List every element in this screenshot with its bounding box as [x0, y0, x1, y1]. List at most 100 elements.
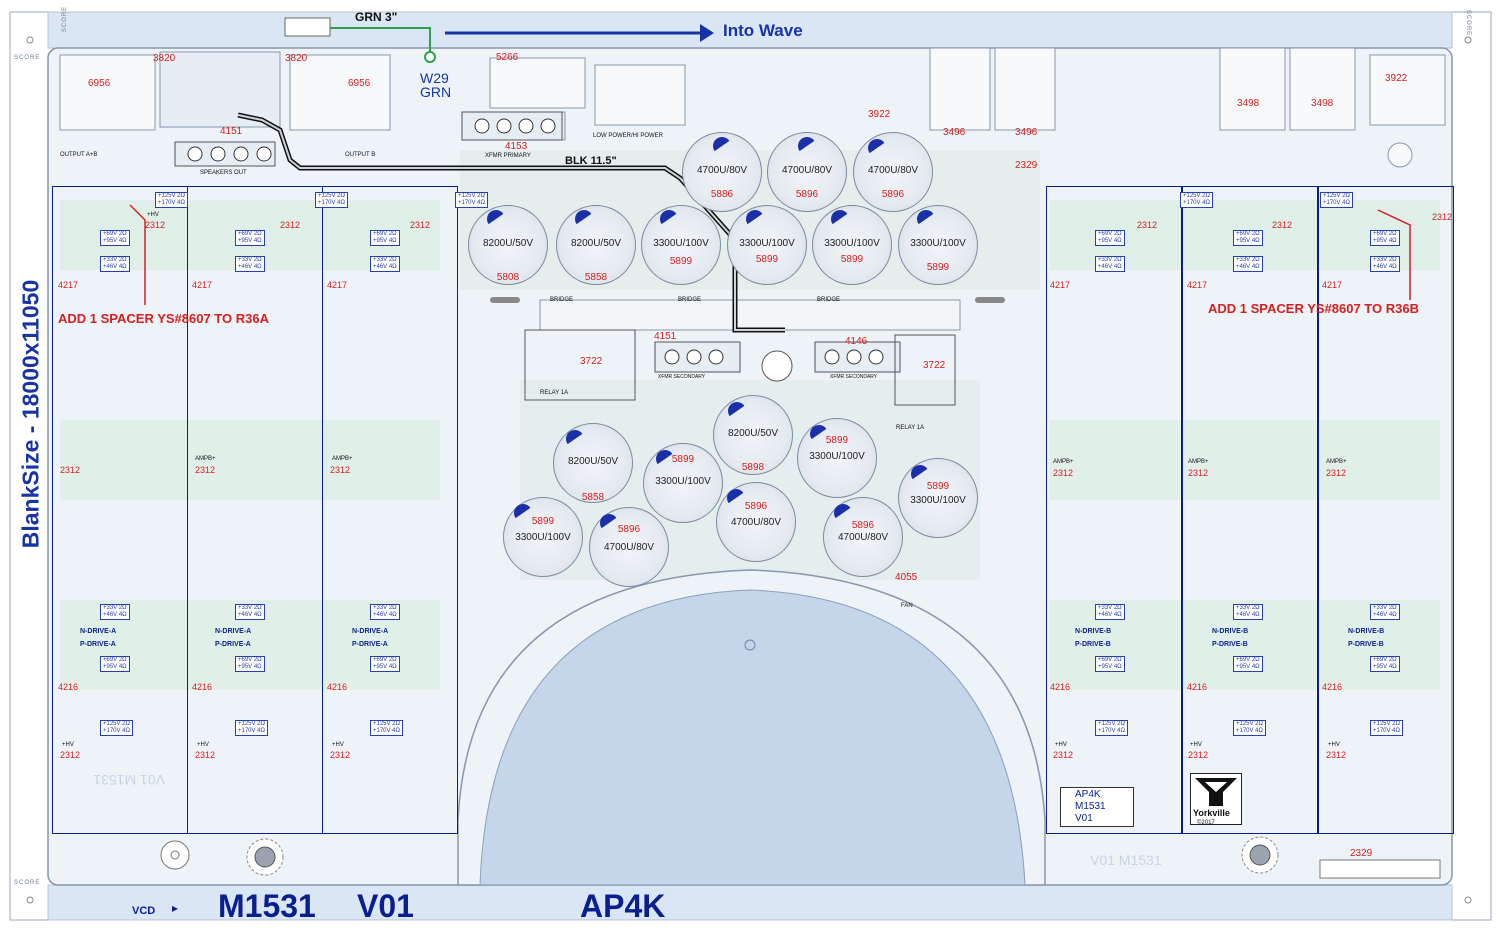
amp-column-5: [1182, 186, 1318, 834]
rail-box-mid: +69V 2Ω+95V 4Ω: [1233, 230, 1263, 246]
part-number: 2312: [1272, 220, 1293, 230]
part-number: 6956: [88, 78, 111, 89]
part-number: 2312: [145, 220, 166, 230]
id-box: AP4K M1531 V01: [1060, 787, 1134, 827]
xfmr-secondary-label: XFMR SECONDARY: [658, 374, 706, 380]
product-label: AP4K: [580, 888, 666, 924]
rail-box-low: +33V 2Ω+46V 4Ω: [235, 604, 265, 620]
part-number: 2312: [60, 465, 81, 475]
model-label: M1531: [218, 888, 316, 924]
svg-text:V01 M1531: V01 M1531: [93, 772, 165, 788]
part-number: 2312: [195, 465, 216, 475]
part-number: 2312: [1326, 750, 1347, 760]
part-number: 4217: [1050, 280, 1071, 290]
rail-box-low: +33V 2Ω+46V 4Ω: [1233, 256, 1263, 272]
rail-box-low: +33V 2Ω+46V 4Ω: [1370, 256, 1400, 272]
drive-label: N-DRIVE-B: [1075, 628, 1112, 635]
vcd-arrow-icon: ▸: [172, 901, 179, 915]
blank-size-label: BlankSize - 18000x11050: [17, 279, 44, 549]
rail-box-hv: +125V 2Ω+170V 4Ω: [1370, 720, 1404, 736]
rail-box-mid: +69V 2Ω+95V 4Ω: [100, 656, 130, 672]
rail-box-hv: +125V 2Ω+170V 4Ω: [1233, 720, 1267, 736]
amp-label: AMPB+: [195, 456, 216, 462]
score-label: SCORE: [14, 880, 41, 886]
xfmr-secondary-label: XFMR SECONDARY: [830, 374, 878, 380]
part-number: 3922: [1385, 73, 1408, 84]
bridge-label: BRIDGE: [550, 297, 574, 303]
score-label: SCORE: [62, 5, 69, 33]
part-number: 2312: [195, 750, 216, 760]
vcd-label: VCD: [132, 905, 156, 917]
bridge-label: BRIDGE: [678, 297, 702, 303]
rail-box-mid: +69V 2Ω+95V 4Ω: [1095, 230, 1125, 246]
drive-label: P-DRIVE-B: [1212, 641, 1248, 648]
part-number: 2312: [1326, 468, 1347, 478]
amp-label: AMPB+: [1326, 459, 1347, 465]
rail-box-hv: +125V 2Ω+170V 4Ω: [1180, 192, 1214, 208]
rail-box-hv: +125V 2Ω+170V 4Ω: [155, 192, 189, 208]
amp-column-4: [1046, 186, 1182, 834]
part-number: 4216: [58, 682, 79, 692]
part-number: 3498: [1311, 98, 1334, 109]
output-ab-label: OUTPUT A+B: [60, 152, 98, 158]
hv-label: +HV: [147, 212, 159, 218]
hv-label: +HV: [332, 742, 344, 748]
w29-color-label: GRN: [420, 84, 452, 100]
rail-box-hv: +125V 2Ω+170V 4Ω: [315, 192, 349, 208]
rail-box-mid: +69V 2Ω+95V 4Ω: [370, 656, 400, 672]
rail-box-mid: +69V 2Ω+95V 4Ω: [1233, 656, 1263, 672]
part-number: 2312: [280, 220, 301, 230]
drive-label: N-DRIVE-A: [352, 628, 389, 635]
part-number: 3722: [923, 360, 946, 371]
rail-box-low: +33V 2Ω+46V 4Ω: [1095, 604, 1125, 620]
hv-label: +HV: [1055, 742, 1067, 748]
rail-box-low: +33V 2Ω+46V 4Ω: [1233, 604, 1263, 620]
part-number: 4216: [1050, 682, 1071, 692]
part-number: 4151: [220, 126, 243, 137]
bridge-label: BRIDGE: [817, 297, 841, 303]
part-number: 2312: [1053, 468, 1074, 478]
part-number: 4151: [654, 331, 677, 342]
part-number: 4216: [327, 682, 348, 692]
rail-box-low: +33V 2Ω+46V 4Ω: [370, 256, 400, 272]
part-number: 3722: [580, 356, 603, 367]
part-number: 2312: [1432, 212, 1453, 222]
part-number: 4217: [192, 280, 213, 290]
rail-box-low: +33V 2Ω+46V 4Ω: [100, 604, 130, 620]
part-number: 4146: [845, 336, 868, 347]
rail-box-hv: +125V 2Ω+170V 4Ω: [1320, 192, 1354, 208]
drive-label: N-DRIVE-A: [215, 628, 252, 635]
copyright-label: ©2017: [1197, 820, 1215, 826]
rail-box-hv: +125V 2Ω+170V 4Ω: [100, 720, 134, 736]
id-version: V01: [1075, 813, 1093, 824]
part-number: 4216: [1322, 682, 1343, 692]
svg-text:V01 M1531: V01 M1531: [1090, 852, 1162, 868]
part-number: 2312: [1053, 750, 1074, 760]
rail-box-low: +33V 2Ω+46V 4Ω: [1370, 604, 1400, 620]
part-number: 3820: [285, 53, 308, 64]
amp-label: AMPB+: [1053, 459, 1074, 465]
part-number: 4216: [192, 682, 213, 692]
spacer-note-left: ADD 1 SPACER YS#8607 TO R36A: [58, 311, 269, 326]
part-number: 2312: [1188, 750, 1209, 760]
part-number: 3496: [1015, 127, 1038, 138]
part-number: 3820: [153, 53, 176, 64]
rail-box-mid: +69V 2Ω+95V 4Ω: [1095, 656, 1125, 672]
part-number: 4217: [58, 280, 79, 290]
w29-label: W29: [420, 70, 449, 86]
part-number: 3498: [1237, 98, 1260, 109]
amp-label: AMPB+: [332, 456, 353, 462]
rail-box-hv: +125V 2Ω+170V 4Ω: [1095, 720, 1129, 736]
